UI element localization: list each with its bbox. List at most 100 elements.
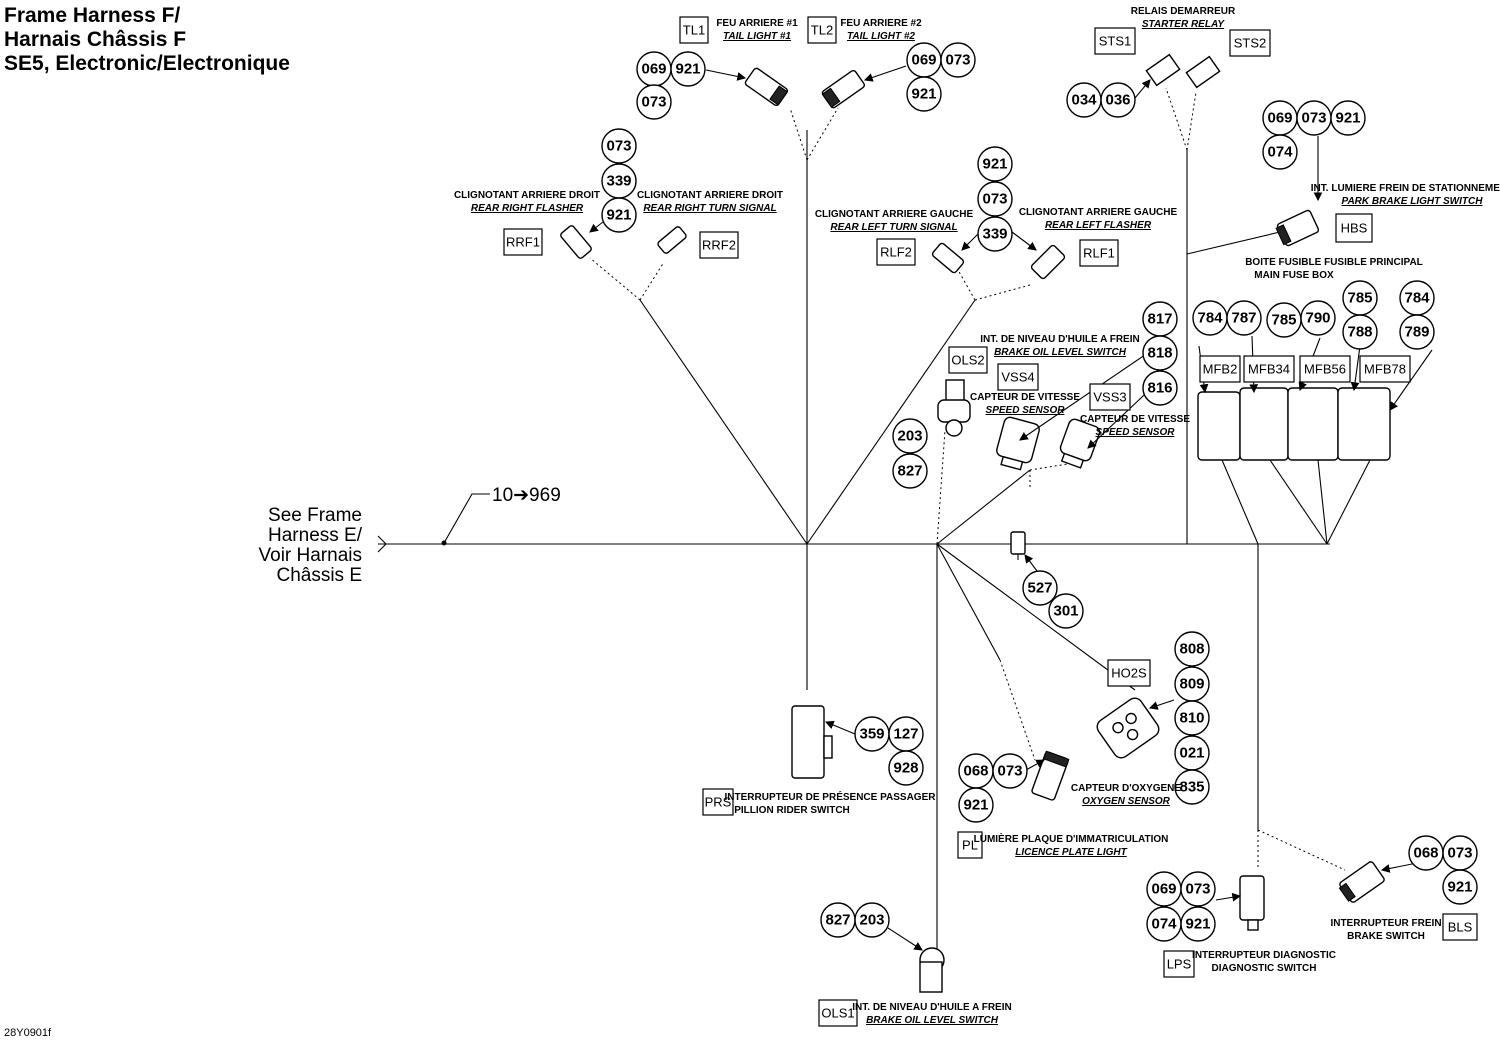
svg-text:OXYGEN SENSOR: OXYGEN SENSOR (1082, 796, 1171, 807)
svg-text:VSS4: VSS4 (1001, 370, 1034, 385)
part-circle: 036 (1100, 82, 1136, 118)
svg-text:DIAGNOSTIC SWITCH: DIAGNOSTIC SWITCH (1212, 963, 1317, 974)
svg-text:CLIGNOTANT ARRIERE GAUCHE: CLIGNOTANT ARRIERE GAUCHE (815, 209, 974, 220)
svg-text:790: 790 (1305, 310, 1330, 327)
svg-text:036: 036 (1105, 92, 1130, 109)
svg-text:CLIGNOTANT ARRIERE DROIT: CLIGNOTANT ARRIERE DROIT (454, 190, 600, 201)
part-circle: 810 (1174, 700, 1210, 736)
svg-text:359: 359 (859, 726, 884, 743)
see-frame-line-4: Châssis E (276, 565, 362, 586)
svg-text:074: 074 (1151, 916, 1177, 933)
part-circle: 074 (1146, 906, 1182, 942)
svg-text:STS1: STS1 (1099, 34, 1132, 49)
svg-text:INT. DE NIVEAU D'HUILE A FREIN: INT. DE NIVEAU D'HUILE A FREIN (980, 334, 1139, 345)
svg-text:TAIL LIGHT #2: TAIL LIGHT #2 (847, 31, 915, 42)
svg-text:069: 069 (911, 52, 936, 69)
svg-text:785: 785 (1271, 312, 1296, 329)
part-circle: 921 (977, 146, 1013, 182)
svg-text:TAIL LIGHT #1: TAIL LIGHT #1 (723, 31, 791, 42)
svg-text:073: 073 (1301, 110, 1326, 127)
fuse-box-modules (1197, 387, 1391, 461)
part-circle: 073 (1296, 100, 1332, 136)
code-box-mfb78: MFB78 (1359, 355, 1411, 383)
diagram-title: Frame Harness F/ Harnais Châssis F SE5, … (4, 4, 290, 76)
part-circle: 817 (1142, 301, 1178, 337)
svg-text:MAIN FUSE BOX: MAIN FUSE BOX (1254, 270, 1334, 281)
code-box-rrf2: RRF2 (699, 231, 739, 259)
svg-text:BLS: BLS (1448, 920, 1473, 935)
connector-tl2 (821, 69, 866, 109)
svg-text:BRAKE OIL LEVEL SWITCH: BRAKE OIL LEVEL SWITCH (866, 1015, 999, 1026)
svg-text:REAR RIGHT FLASHER: REAR RIGHT FLASHER (471, 203, 584, 214)
part-circle: 073 (636, 84, 672, 120)
svg-text:INTERRUPTEUR DIAGNOSTIC: INTERRUPTEUR DIAGNOSTIC (1192, 950, 1336, 961)
svg-text:339: 339 (982, 226, 1007, 243)
connector-sts1 (1145, 53, 1181, 87)
connector-vss3 (1059, 418, 1101, 469)
connector-tl1 (744, 67, 789, 107)
svg-text:HO2S: HO2S (1111, 666, 1147, 681)
code-box-ols2: OLS2 (948, 346, 988, 374)
dotted-leads (589, 87, 1346, 871)
svg-text:784: 784 (1197, 310, 1223, 327)
svg-text:921: 921 (675, 61, 700, 78)
svg-text:203: 203 (897, 428, 922, 445)
part-circle: 069 (906, 42, 942, 78)
part-circle: 021 (1174, 735, 1210, 771)
svg-text:074: 074 (1267, 144, 1293, 161)
part-circle: 789 (1399, 314, 1435, 350)
svg-text:921: 921 (1335, 110, 1360, 127)
svg-text:069: 069 (641, 61, 666, 78)
svg-text:073: 073 (982, 191, 1007, 208)
svg-text:073: 073 (997, 763, 1022, 780)
svg-text:MFB34: MFB34 (1248, 362, 1290, 377)
svg-text:OLS1: OLS1 (821, 1006, 854, 1021)
svg-text:REAR RIGHT TURN SIGNAL: REAR RIGHT TURN SIGNAL (643, 203, 776, 214)
part-circle: 339 (601, 163, 637, 199)
title-line-3: SE5, Electronic/Electronique (4, 52, 290, 75)
svg-text:BRAKE SWITCH: BRAKE SWITCH (1347, 931, 1425, 942)
svg-text:817: 817 (1147, 311, 1172, 328)
code-box-lps: LPS (1163, 950, 1195, 978)
svg-text:PRS: PRS (705, 795, 732, 810)
part-circle: 921 (1180, 906, 1216, 942)
see-frame-line-1: See Frame (268, 505, 362, 526)
svg-text:073: 073 (606, 138, 631, 155)
svg-text:789: 789 (1404, 324, 1429, 341)
svg-text:RRF2: RRF2 (702, 238, 736, 253)
svg-text:069: 069 (1267, 110, 1292, 127)
part-circle: 921 (1330, 100, 1366, 136)
part-circle: 301 (1048, 593, 1084, 629)
title-line-2: Harnais Châssis F (4, 28, 187, 51)
part-circle: 069 (636, 51, 672, 87)
part-circle: 069 (1146, 871, 1182, 907)
svg-text:INTERRUPTEUR DE PRÉSENCE PASSA: INTERRUPTEUR DE PRÉSENCE PASSAGER (725, 790, 937, 803)
svg-text:835: 835 (1179, 779, 1204, 796)
svg-text:STARTER RELAY: STARTER RELAY (1142, 19, 1226, 30)
svg-text:SPEED SENSOR: SPEED SENSOR (1096, 427, 1176, 438)
part-circle: 835 (1174, 769, 1210, 805)
svg-text:VSS3: VSS3 (1093, 390, 1126, 405)
part-circle: 790 (1300, 300, 1336, 336)
wires (377, 130, 1371, 960)
code-box-sts2: STS2 (1229, 29, 1271, 57)
svg-text:INTERRUPTEUR FREIN: INTERRUPTEUR FREIN (1330, 918, 1441, 929)
part-circle: 809 (1174, 666, 1210, 702)
part-circle: 068 (958, 753, 994, 789)
wire-reference: 10➔969 (492, 485, 561, 506)
svg-text:MFB78: MFB78 (1364, 362, 1406, 377)
part-circle: 359 (854, 716, 890, 752)
part-circle: 073 (977, 181, 1013, 217)
svg-text:CAPTEUR DE VITESSE: CAPTEUR DE VITESSE (1080, 414, 1190, 425)
svg-text:921: 921 (911, 86, 936, 103)
part-circle: 788 (1342, 314, 1378, 350)
connector-rlf2 (931, 242, 965, 274)
svg-text:073: 073 (1185, 881, 1210, 898)
part-circle: 073 (940, 42, 976, 78)
part-circle: 787 (1226, 300, 1262, 336)
svg-text:RLF2: RLF2 (880, 245, 912, 260)
svg-text:TL2: TL2 (811, 23, 833, 38)
part-circle: 069 (1262, 100, 1298, 136)
svg-text:073: 073 (641, 94, 666, 111)
